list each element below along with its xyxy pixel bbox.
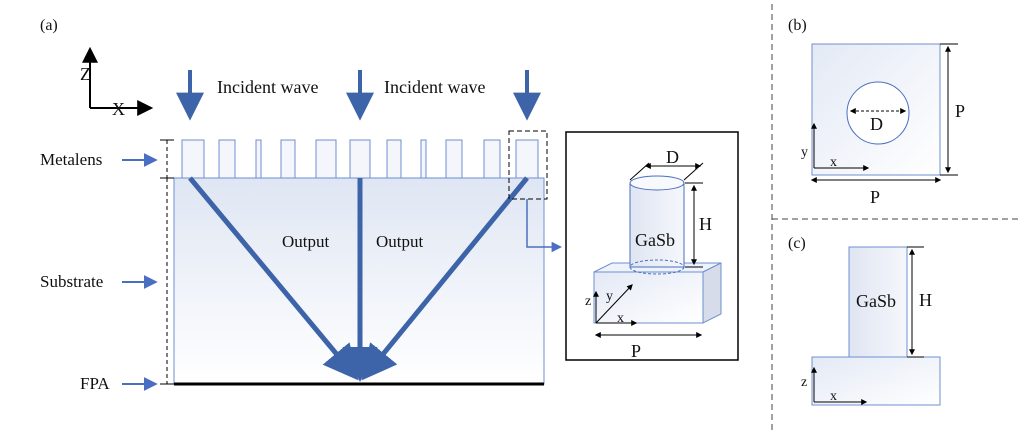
inset-p-label: P <box>631 341 641 361</box>
output-label-left: Output <box>282 232 330 251</box>
panel-a-tag: (a) <box>40 17 58 34</box>
output-rays <box>188 176 529 382</box>
inset-h-label: H <box>699 214 712 234</box>
panel-c-h-label: H <box>919 290 932 310</box>
panel-b: (b) D P P y x <box>788 17 965 207</box>
incident-wave-label-left: Incident wave <box>217 77 318 97</box>
unit-cell-inset: D H GaSb z y x P <box>565 131 739 361</box>
inset-z-label: z <box>585 294 591 309</box>
inset-d-label: D <box>666 147 679 167</box>
inset-x-label: x <box>617 311 624 326</box>
panel-b-p-bottom-label: P <box>870 187 880 207</box>
substrate-label: Substrate <box>40 272 103 291</box>
zoom-box <box>508 130 548 200</box>
panel-b-x-label: x <box>830 155 837 170</box>
panel-a: (a) Z X Incident wave Incident wave <box>40 17 739 393</box>
axis-indicator: Z X <box>80 46 154 119</box>
incident-wave-label-right: Incident wave <box>384 77 485 97</box>
panel-b-y-label: y <box>801 145 808 160</box>
axis-z-label: Z <box>80 64 91 84</box>
axis-x-label: X <box>112 99 125 119</box>
panel-c-z-label: z <box>801 375 807 390</box>
panel-c: (c) GaSb H z x <box>788 235 941 406</box>
panel-c-x-label: x <box>830 389 837 404</box>
side-brackets <box>160 139 174 385</box>
fpa-label: FPA <box>80 374 110 393</box>
panel-b-d-label: D <box>870 114 883 134</box>
inset-material-label: GaSb <box>635 230 675 250</box>
metalens-label: Metalens <box>40 150 102 169</box>
inset-y-label: y <box>606 289 613 304</box>
panel-c-material-label: GaSb <box>856 291 896 311</box>
panel-b-p-right-label: P <box>955 101 965 121</box>
output-label-right: Output <box>376 232 424 251</box>
incident-arrows <box>176 70 541 121</box>
panel-c-tag: (c) <box>788 235 806 252</box>
zoom-connector <box>526 199 563 253</box>
panel-b-tag: (b) <box>788 17 807 34</box>
metalens-pillars <box>181 139 539 179</box>
